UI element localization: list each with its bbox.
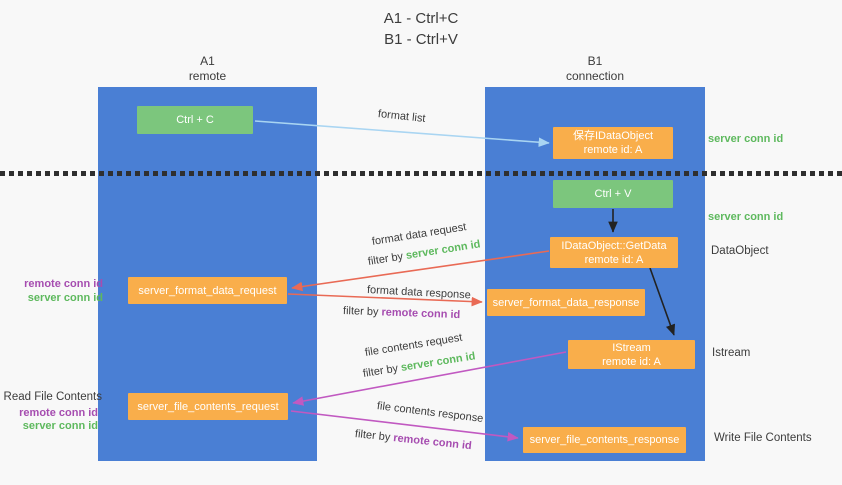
remote-conn-id-text: remote conn id bbox=[381, 306, 461, 322]
filter-prefix: filter by bbox=[342, 305, 379, 319]
node-istream: IStream remote id: A bbox=[568, 340, 695, 369]
node-server-file-contents-request: server_file_contents_request bbox=[128, 393, 288, 420]
title-line-1: A1 - Ctrl+C bbox=[383, 10, 459, 27]
node-getdata-line1: IDataObject::GetData bbox=[561, 239, 667, 252]
server-conn-id-text: server conn id bbox=[405, 238, 482, 262]
annotation-istream: Istream bbox=[712, 347, 751, 359]
node-istream-line1: IStream bbox=[612, 341, 651, 354]
left-column-header: A1 remote bbox=[98, 54, 317, 84]
server-conn-id-text: server conn id bbox=[400, 350, 477, 374]
right-column-role: connection bbox=[565, 69, 625, 83]
node-save-idataobject-line1: 保存IDataObject bbox=[572, 130, 654, 142]
filter-prefix: filter by bbox=[362, 362, 399, 380]
node-server-format-data-request-label: server_format_data_request bbox=[138, 284, 277, 297]
title-line-2: B1 - Ctrl+V bbox=[384, 31, 458, 48]
remote-conn-id-text: remote conn id bbox=[392, 432, 473, 453]
annotation-server-conn-id-1: server conn id bbox=[27, 292, 103, 304]
label-file-contents-response: file contents response bbox=[376, 400, 484, 425]
node-ctrl-c: Ctrl + C bbox=[137, 106, 253, 134]
diagram-title: A1 - Ctrl+C B1 - Ctrl+V bbox=[0, 8, 842, 50]
node-server-file-contents-request-label: server_file_contents_request bbox=[137, 400, 279, 413]
label-format-data-response: format data response bbox=[366, 284, 472, 302]
annotation-server-conn-id-2: server conn id bbox=[22, 420, 98, 432]
label-format-list: format list bbox=[377, 108, 427, 125]
node-save-idataobject: 保存IDataObject remote id: A bbox=[553, 127, 673, 159]
node-ctrl-v: Ctrl + V bbox=[553, 180, 673, 208]
node-server-file-contents-response: server_file_contents_response bbox=[523, 427, 686, 453]
node-istream-line2: remote id: A bbox=[602, 355, 661, 368]
annotation-dataobject: DataObject bbox=[711, 245, 769, 257]
annotation-remote-conn-id-1: remote conn id bbox=[24, 278, 103, 290]
node-save-idataobject-line2: remote id: A bbox=[583, 144, 643, 156]
left-column-name: A1 bbox=[200, 54, 215, 68]
dotted-divider bbox=[0, 171, 842, 176]
node-getdata-line2: remote id: A bbox=[584, 253, 644, 266]
node-server-format-data-response: server_format_data_response bbox=[487, 289, 645, 316]
annotation-read-file-contents: Read File Contents bbox=[3, 391, 102, 403]
annotation-write-file-contents: Write File Contents bbox=[714, 432, 812, 444]
node-ctrl-v-label: Ctrl + V bbox=[594, 188, 632, 200]
node-getdata: IDataObject::GetData remote id: A bbox=[550, 237, 678, 268]
left-column-role: remote bbox=[188, 69, 227, 83]
node-server-format-data-response-label: server_format_data_response bbox=[492, 296, 640, 309]
filter-prefix: filter by bbox=[354, 428, 391, 444]
annotation-server-conn-id-mid: server conn id bbox=[708, 211, 784, 223]
node-server-format-data-request: server_format_data_request bbox=[128, 277, 287, 304]
annotation-server-conn-id-top: server conn id bbox=[708, 133, 784, 145]
right-column-name: B1 bbox=[587, 54, 603, 68]
annotation-remote-conn-id-2: remote conn id bbox=[19, 407, 98, 419]
node-server-file-contents-response-label: server_file_contents_response bbox=[529, 434, 680, 446]
filter-prefix: filter by bbox=[367, 250, 404, 268]
node-ctrl-c-label: Ctrl + C bbox=[176, 114, 214, 126]
right-column-header: B1 connection bbox=[485, 54, 705, 84]
